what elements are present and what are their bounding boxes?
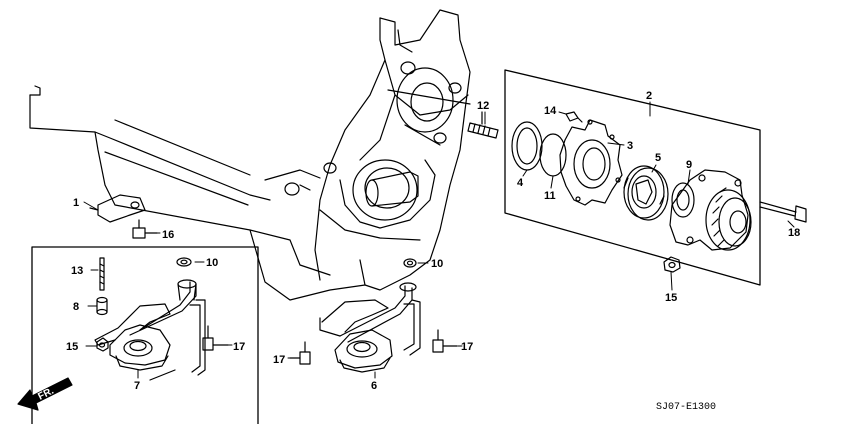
callout-14: 14 [544, 105, 557, 117]
nut-part-15-inset [96, 337, 109, 352]
callout-17-left: 17 [273, 354, 285, 366]
callout-17-inset: 17 [233, 341, 245, 353]
nut-part-15-pump [663, 256, 681, 273]
callout-13: 13 [71, 265, 83, 277]
o-ring-part-10 [176, 257, 192, 267]
callout-5: 5 [655, 152, 661, 164]
callout-1: 1 [73, 197, 79, 209]
front-cover-upper-boss [387, 61, 471, 146]
callout-18: 18 [788, 227, 800, 239]
callout-4: 4 [517, 177, 524, 189]
rotor-part-5 [623, 165, 669, 221]
seal-part-4 [511, 121, 543, 171]
front-direction-arrow [17, 377, 73, 411]
collar-part-8 [96, 296, 108, 316]
callout-11: 11 [544, 190, 556, 202]
callout-10-main: 10 [431, 258, 443, 270]
bolt-part-17-left [289, 341, 311, 365]
callout-9: 9 [686, 159, 692, 171]
stud-part-12 [467, 111, 499, 139]
pump-body-with-sprocket [669, 169, 752, 251]
bolt-part-17-right [432, 329, 458, 353]
callout-17-right: 17 [461, 341, 473, 353]
pump-housing-part-3 [559, 119, 623, 206]
leader-lines [83, 101, 795, 379]
engine-block [29, 9, 471, 301]
diagram-code: SJ07-E1300 [656, 402, 716, 413]
bolt-part-16 [132, 219, 158, 239]
callout-12: 12 [477, 100, 489, 112]
callout-8: 8 [73, 301, 79, 313]
callout-10-inset: 10 [206, 257, 218, 269]
inset-box [31, 246, 259, 424]
bolt-part-14 [565, 111, 583, 123]
bolt-part-17-inset [202, 325, 229, 351]
stud-part-13 [99, 257, 105, 291]
bolt-part-18 [759, 201, 807, 223]
o-ring-part-11 [539, 133, 567, 177]
callout-16: 16 [162, 229, 174, 241]
o-ring-part-10-main [403, 258, 417, 268]
callout-2: 2 [646, 90, 652, 102]
pump-assembly-box [504, 69, 761, 286]
oil-strainer-part-6 [319, 282, 421, 373]
callout-15-pump: 15 [665, 292, 677, 304]
callout-15-inset: 15 [66, 341, 78, 353]
callout-7: 7 [134, 380, 140, 392]
front-cover-lower-boss [284, 159, 419, 221]
callout-3: 3 [627, 140, 633, 152]
callout-6: 6 [371, 380, 377, 392]
oil-strainer-part-7 [94, 279, 206, 381]
